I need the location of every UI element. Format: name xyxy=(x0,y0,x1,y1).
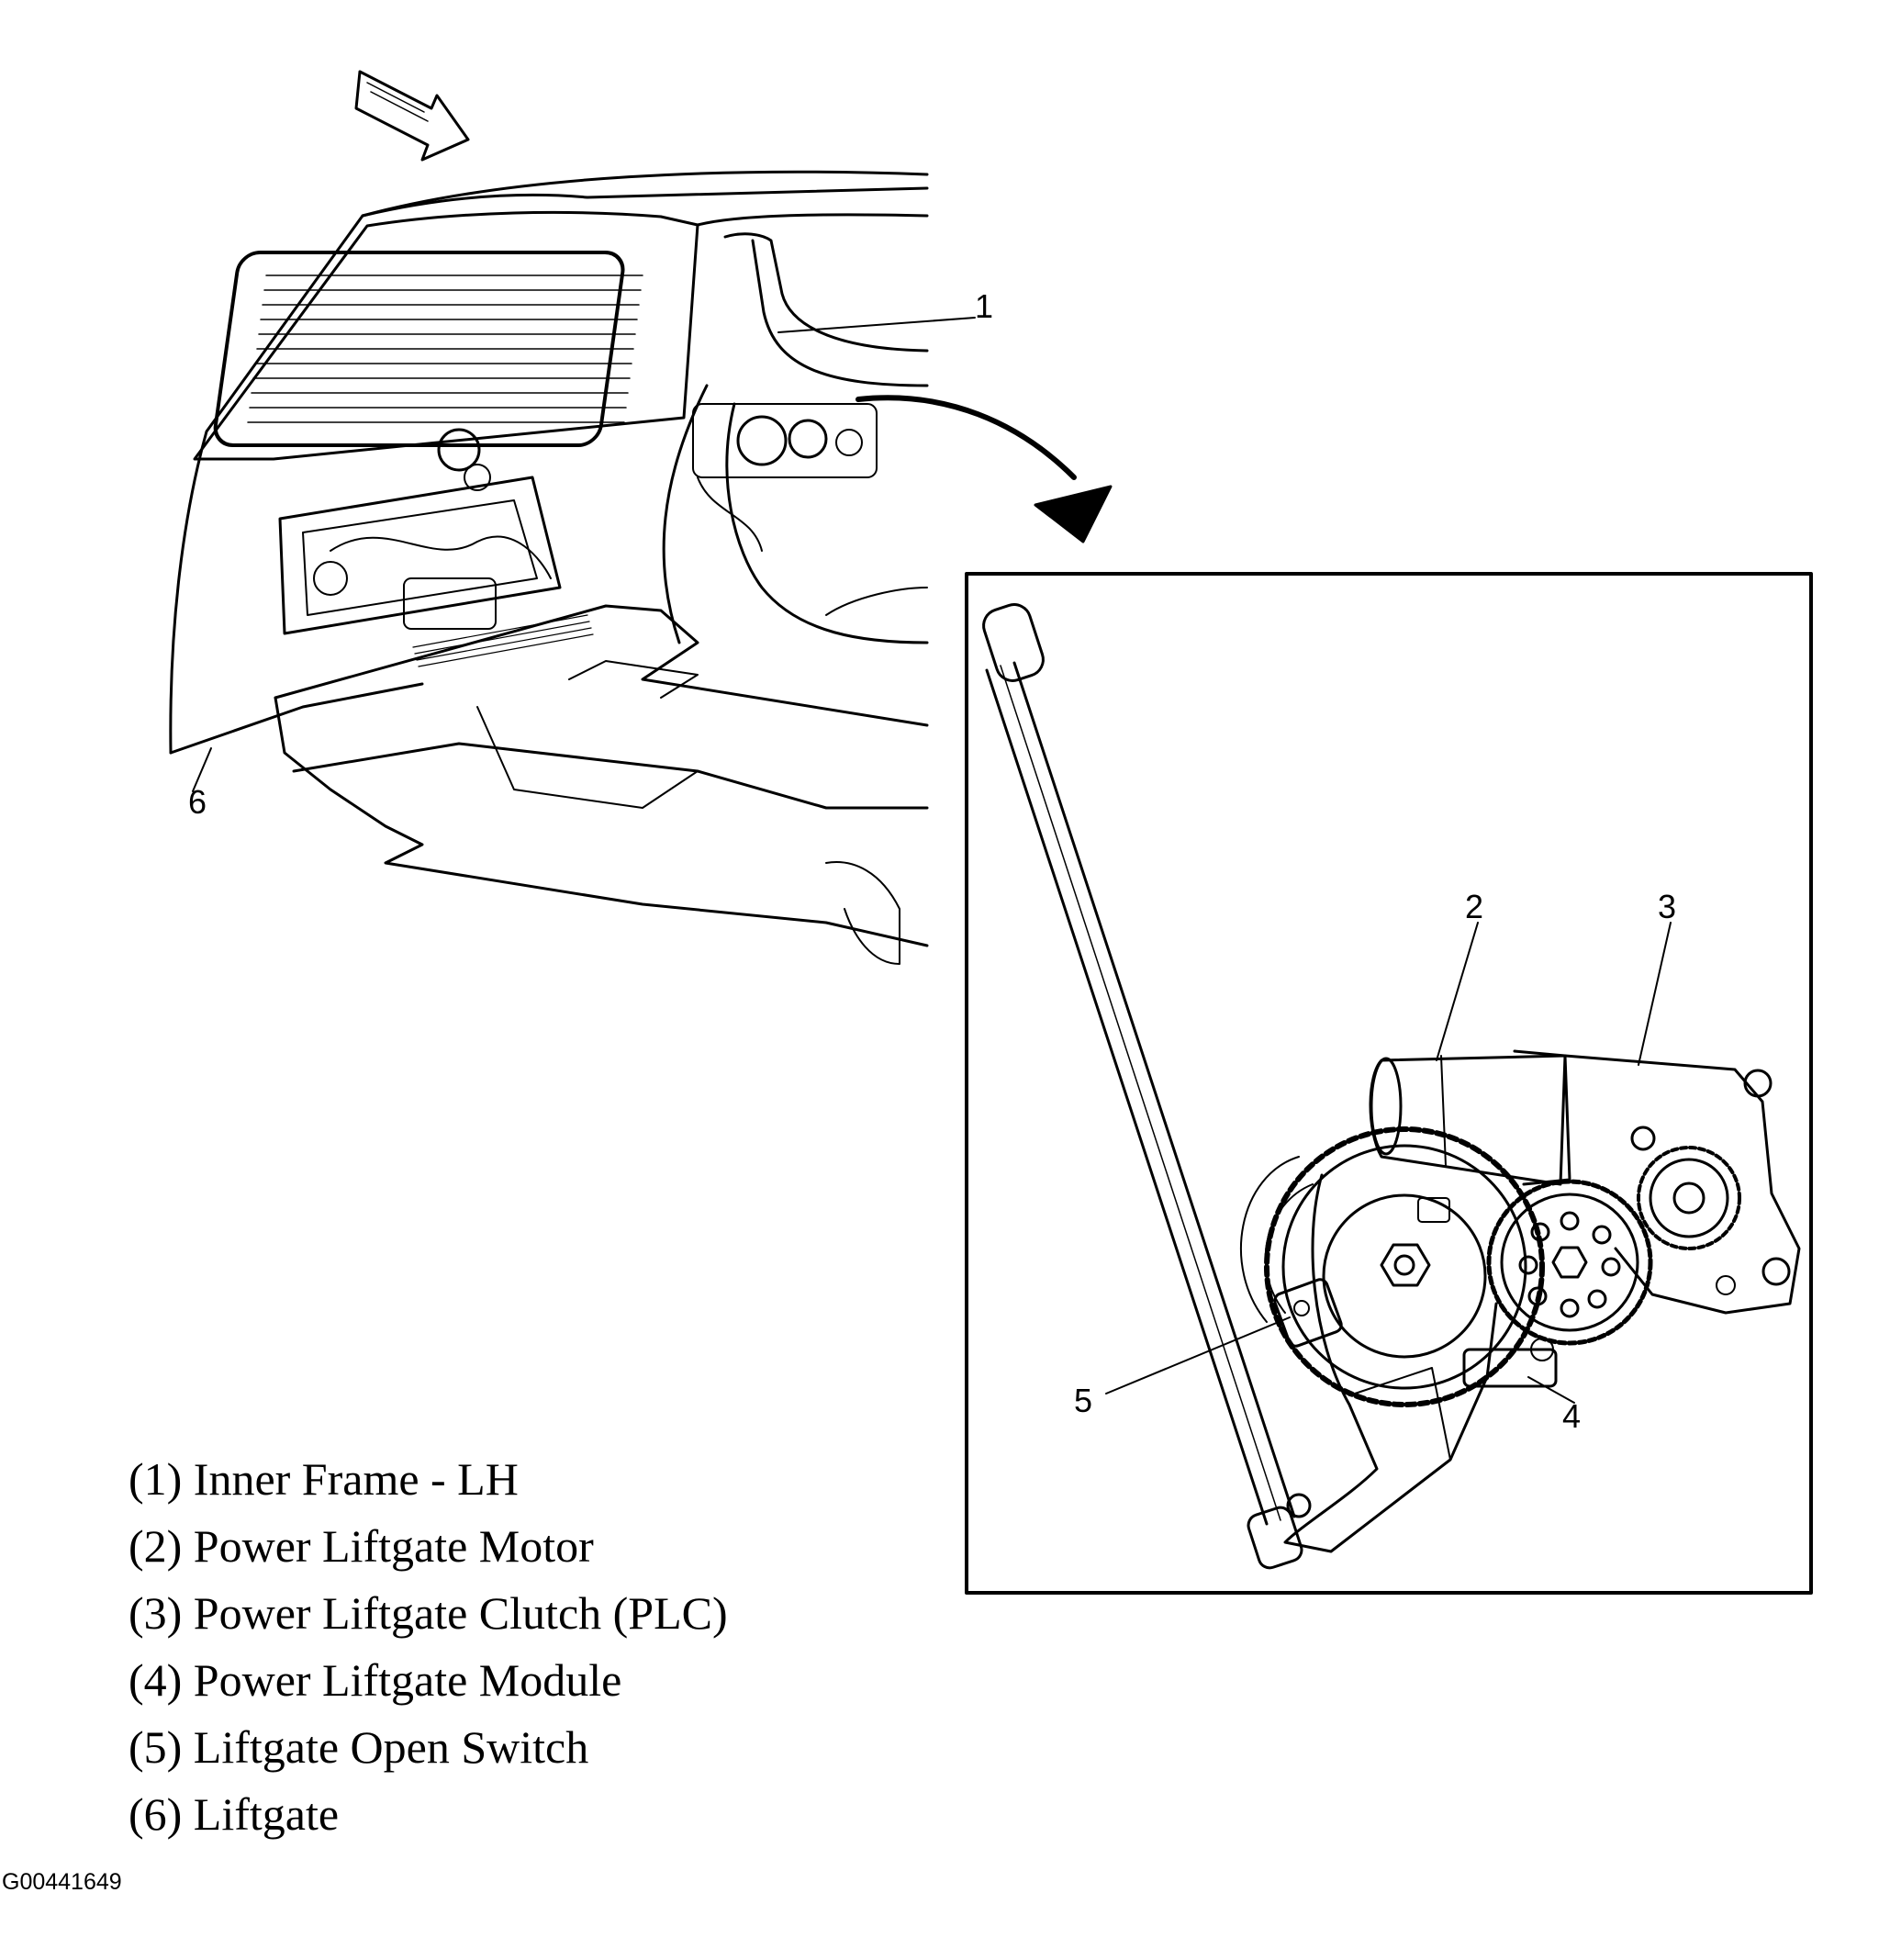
view-direction-arrow xyxy=(354,70,470,162)
legend-item-3: (3) Power Liftgate Clutch (PLC) xyxy=(129,1587,728,1639)
vehicle-rear-overview xyxy=(169,170,1113,965)
callout-6: 6 xyxy=(188,783,207,821)
callout-5: 5 xyxy=(1074,1382,1092,1419)
legend-item-1: (1) Inner Frame - LH xyxy=(129,1453,519,1505)
clutch-gear xyxy=(1637,1146,1741,1250)
detail-arrow xyxy=(856,395,1077,480)
gas-strut xyxy=(982,603,1312,1570)
legend-item-4: (4) Power Liftgate Module xyxy=(129,1654,622,1706)
figure-id: G00441649 xyxy=(2,1869,122,1895)
liftgate-open-switch xyxy=(1273,1278,1343,1348)
power-liftgate-module xyxy=(1462,1338,1558,1388)
liftgate-panel xyxy=(169,186,929,755)
power-liftgate-clutch xyxy=(1563,1054,1801,1315)
detail-inset xyxy=(965,572,1813,1595)
legend-item-2: (2) Power Liftgate Motor xyxy=(129,1520,594,1572)
callout-4: 4 xyxy=(1562,1397,1581,1435)
idler-gear xyxy=(1486,1179,1653,1346)
legend-item-6: (6) Liftgate xyxy=(129,1788,340,1840)
legend-item-5: (5) Liftgate Open Switch xyxy=(129,1721,589,1773)
callout-3: 3 xyxy=(1658,888,1676,925)
callout-2: 2 xyxy=(1465,888,1483,925)
legend-list: (1) Inner Frame - LH (2) Power Liftgate … xyxy=(129,1446,728,1848)
inner-frame-lh xyxy=(723,232,929,353)
power-liftgate-motor xyxy=(1369,1049,1571,1186)
callout-1: 1 xyxy=(975,287,993,325)
detail-frame xyxy=(965,572,1813,1595)
